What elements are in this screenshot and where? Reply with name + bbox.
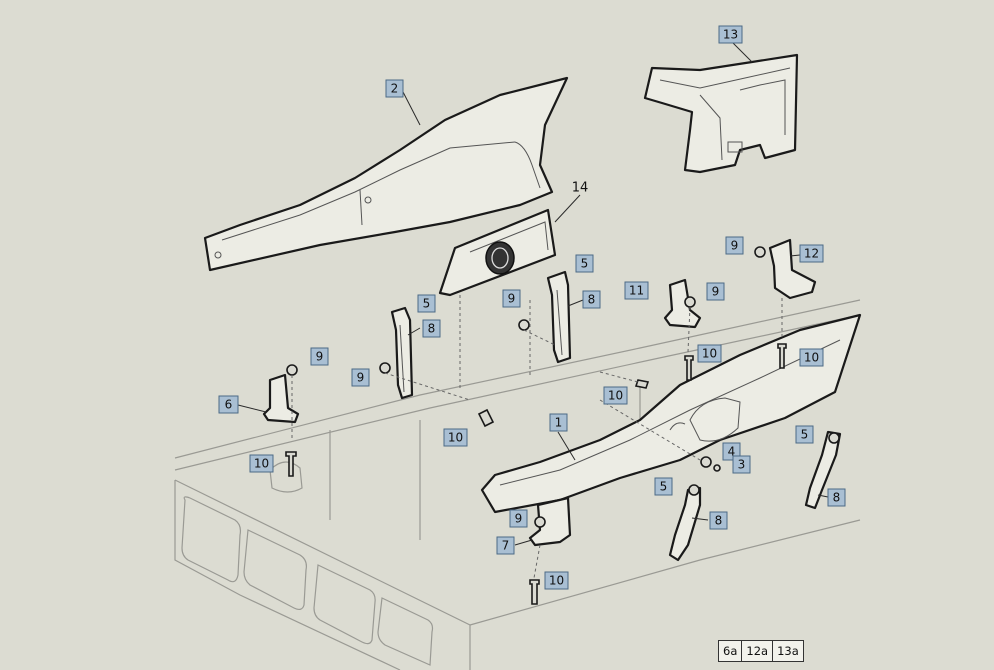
callout-11: 11 [624,281,649,300]
callout-10-bottom: 10 [544,571,569,590]
svg-text:4: 4 [728,445,736,459]
svg-text:9: 9 [515,512,523,526]
part-8-strip-mid [546,270,584,364]
svg-text:5: 5 [801,428,809,442]
svg-text:6: 6 [225,398,233,412]
svg-text:1: 1 [555,416,563,430]
callout-9-lower: 9 [509,509,528,528]
callout-6: 6 [218,395,239,414]
svg-text:10: 10 [804,351,819,365]
part-7-bracket [514,496,572,547]
svg-text:8: 8 [588,293,596,307]
callout-9-top-right: 9 [725,236,744,255]
svg-text:8: 8 [833,491,841,505]
callout-8-mid: 8 [582,290,601,309]
callout-10-center: 10 [697,344,722,363]
part-8-strip-left [390,306,421,400]
callout-2: 2 [385,79,404,98]
callout-10-mid-left: 10 [603,386,628,405]
callout-tags: 13 2 14 9 12 5 5 9 8 11 9 8 10 10 9 9 6 … [218,25,846,590]
part-13-rear-bracket [643,39,799,174]
part-12-bracket [768,238,817,300]
callout-9-mid: 9 [502,289,521,308]
reference-code: 6a [719,641,743,661]
callout-14: 14 [572,181,589,196]
svg-text:12: 12 [804,247,819,261]
svg-text:10: 10 [608,389,623,403]
svg-text:8: 8 [428,322,436,336]
callout-8-lower: 8 [709,511,728,530]
reference-code: 12a [742,641,774,661]
svg-text:9: 9 [731,239,739,253]
fasteners [285,246,840,605]
part-14-cover-plate [438,194,581,297]
svg-text:9: 9 [508,292,516,306]
callout-1: 1 [549,413,568,432]
reference-codes-box: 6a 12a 13a [718,640,804,662]
callout-10-left: 10 [249,454,274,473]
svg-text:9: 9 [357,371,365,385]
callout-12: 12 [799,244,824,263]
callout-5-lower: 5 [654,477,673,496]
svg-text:7: 7 [502,539,510,553]
callout-9-right: 9 [706,282,725,301]
callout-13: 13 [718,25,743,44]
svg-text:8: 8 [715,514,723,528]
svg-text:5: 5 [423,297,431,311]
part-11-bracket [663,278,702,329]
part-2-upper-side-panel [203,76,569,272]
callout-9-left: 9 [351,368,370,387]
svg-text:13: 13 [723,28,738,42]
svg-text:10: 10 [448,431,463,445]
callout-7: 7 [496,536,515,555]
callout-9-left-upper: 9 [310,347,329,366]
svg-text:3: 3 [738,458,746,472]
callout-5-left: 5 [417,294,436,313]
svg-text:9: 9 [712,285,720,299]
callout-10-lower-left: 10 [443,428,468,447]
callout-3: 3 [732,455,751,474]
svg-text:10: 10 [549,574,564,588]
callout-8-far-right: 8 [827,488,846,507]
svg-text:5: 5 [660,480,668,494]
svg-text:9: 9 [316,350,324,364]
svg-text:10: 10 [702,347,717,361]
reference-code: 13a [777,644,799,658]
part-6-bracket [237,373,300,424]
assembly-lines [291,295,783,579]
callout-10-right: 10 [799,348,824,367]
part-8-strip-right-low [668,486,709,562]
svg-text:10: 10 [254,457,269,471]
callout-8-left: 8 [422,319,441,338]
svg-text:11: 11 [629,284,644,298]
svg-text:5: 5 [581,257,589,271]
svg-text:2: 2 [391,82,399,96]
svg-text:14: 14 [572,181,589,196]
callout-5-far-right: 5 [795,425,814,444]
part-1-lower-side-panel [480,313,862,514]
callout-5-mid: 5 [575,254,594,273]
